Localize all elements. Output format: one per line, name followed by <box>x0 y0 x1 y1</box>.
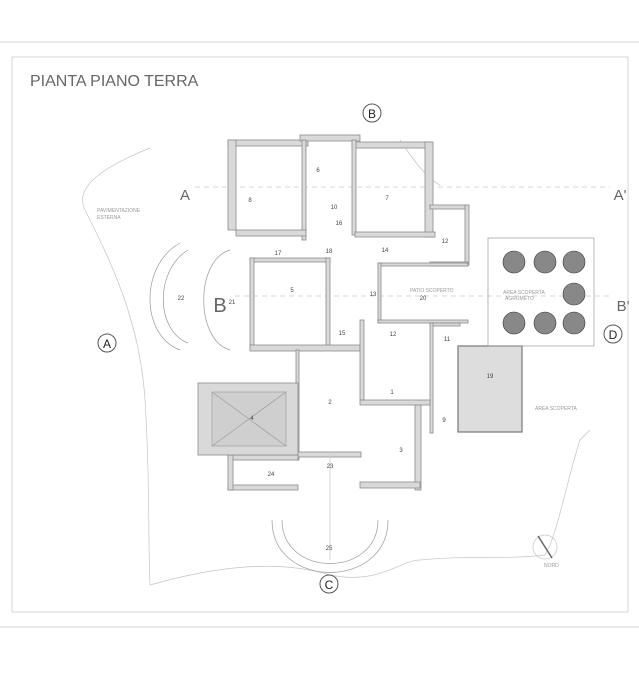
label-area-scoperta-agrumeto: AREA SCOPERTA <box>503 290 545 296</box>
svg-text:12: 12 <box>390 332 397 338</box>
label-nord: NORD <box>544 563 559 569</box>
svg-text:C: C <box>325 578 334 592</box>
svg-text:14: 14 <box>382 248 389 254</box>
svg-text:8: 8 <box>248 198 252 204</box>
label-area-scoperta: AREA SCOPERTA <box>535 406 577 412</box>
site-boundary <box>82 147 591 586</box>
loggia-21-arc <box>203 249 231 351</box>
building-walls <box>227 134 470 491</box>
drawing-title: PIANTA PIANO TERRA <box>30 73 199 90</box>
drawing-border <box>11 56 629 613</box>
marker-d: D <box>603 324 623 344</box>
svg-text:24: 24 <box>268 472 275 478</box>
label-agrumeto: AGRUMETO <box>505 296 534 302</box>
agrumeto-enclosure <box>487 237 595 347</box>
label-esterna: ESTERNA <box>97 215 121 221</box>
porch-25-arc <box>271 519 389 573</box>
label-pavimentazione: PAVIMENTAZIONE <box>97 208 141 214</box>
svg-text:9: 9 <box>442 418 446 424</box>
north-arrow-icon <box>532 534 558 560</box>
svg-text:A: A <box>103 337 111 351</box>
svg-text:2: 2 <box>328 400 332 406</box>
roof-line <box>211 391 287 447</box>
svg-text:5: 5 <box>290 288 294 294</box>
marker-b: B <box>362 103 382 123</box>
svg-text:10: 10 <box>331 205 338 211</box>
svg-text:11: 11 <box>444 337 451 343</box>
svg-text:17: 17 <box>275 251 282 257</box>
citrus-trees <box>502 250 586 335</box>
svg-text:18: 18 <box>326 249 333 255</box>
svg-text:19: 19 <box>487 374 494 380</box>
svg-text:1: 1 <box>390 390 394 396</box>
section-b: B <box>213 295 226 317</box>
marker-a: A <box>97 333 117 353</box>
svg-text:3: 3 <box>399 448 403 454</box>
svg-text:23: 23 <box>327 464 334 470</box>
svg-text:D: D <box>609 328 618 342</box>
svg-text:B: B <box>368 107 376 121</box>
svg-text:21: 21 <box>229 300 236 306</box>
marker-c: C <box>319 574 339 594</box>
svg-text:20: 20 <box>420 296 427 302</box>
section-a-prime: A' <box>614 187 627 204</box>
porch-25-arc-inner <box>281 519 379 564</box>
room-19-block <box>457 345 523 433</box>
svg-text:16: 16 <box>336 221 343 227</box>
svg-text:6: 6 <box>316 168 320 174</box>
svg-text:13: 13 <box>370 292 377 298</box>
section-b-prime: B' <box>617 298 630 315</box>
svg-text:4: 4 <box>250 416 254 422</box>
svg-text:22: 22 <box>178 296 185 302</box>
svg-text:25: 25 <box>326 546 333 552</box>
svg-text:12: 12 <box>442 239 449 245</box>
label-patio: PATIO SCOPERTO <box>410 288 454 294</box>
svg-text:7: 7 <box>385 196 389 202</box>
section-a: A <box>180 187 190 204</box>
terrace-22-arc-inner <box>162 249 189 344</box>
north-arrow-needle <box>537 535 553 559</box>
svg-text:15: 15 <box>339 331 346 337</box>
terrace-22-arc <box>149 242 181 351</box>
room-numbers: 8 6 7 10 16 12 17 18 14 5 21 22 13 20 15… <box>178 168 494 552</box>
